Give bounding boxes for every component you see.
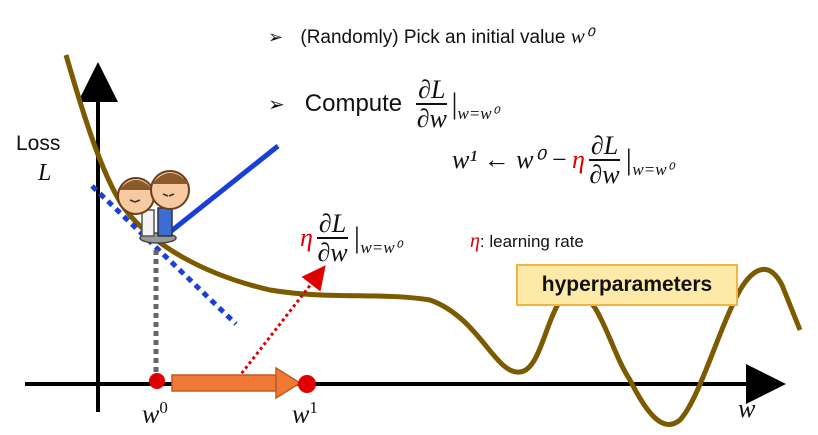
learning-rate-label: η: learning rate xyxy=(470,230,584,252)
bullet-arrow-icon: ➢ xyxy=(268,27,284,47)
pick-text: (Randomly) Pick an initial value xyxy=(300,27,571,48)
step-size-expression: η ∂L ∂w | w=w⁰ xyxy=(300,209,402,268)
update-rule: w¹ ← w⁰ − η ∂L ∂w | w=w⁰ xyxy=(452,131,674,190)
x-axis-label: w xyxy=(738,394,756,423)
y-axis-label: Loss xyxy=(16,132,61,155)
gradient-direction-line xyxy=(158,144,280,242)
bullet-compute: ➢ Compute ∂L ∂w | w=w⁰ xyxy=(268,75,499,134)
step-arrow xyxy=(171,366,302,400)
w0-point xyxy=(149,373,165,389)
loss-curve xyxy=(63,54,803,427)
compute-text: Compute xyxy=(304,90,403,118)
w0-label: w0 xyxy=(142,398,168,429)
bullet-pick-initial: ➢ (Randomly) Pick an initial value w⁰ xyxy=(268,24,593,49)
w1-label: w1 xyxy=(292,398,318,429)
pick-var: w⁰ xyxy=(570,24,594,48)
bullet-arrow-icon: ➢ xyxy=(268,93,285,116)
two-cartoon-kids-icon xyxy=(117,170,190,244)
hyperparameters-box: hyperparameters xyxy=(516,264,738,306)
derivative-fraction: ∂L ∂w xyxy=(416,75,448,134)
dashed-tangent-line xyxy=(90,184,238,326)
w1-point xyxy=(298,375,316,393)
y-axis-symbol: L xyxy=(38,160,52,186)
eta-pointer-arrow xyxy=(236,265,326,379)
